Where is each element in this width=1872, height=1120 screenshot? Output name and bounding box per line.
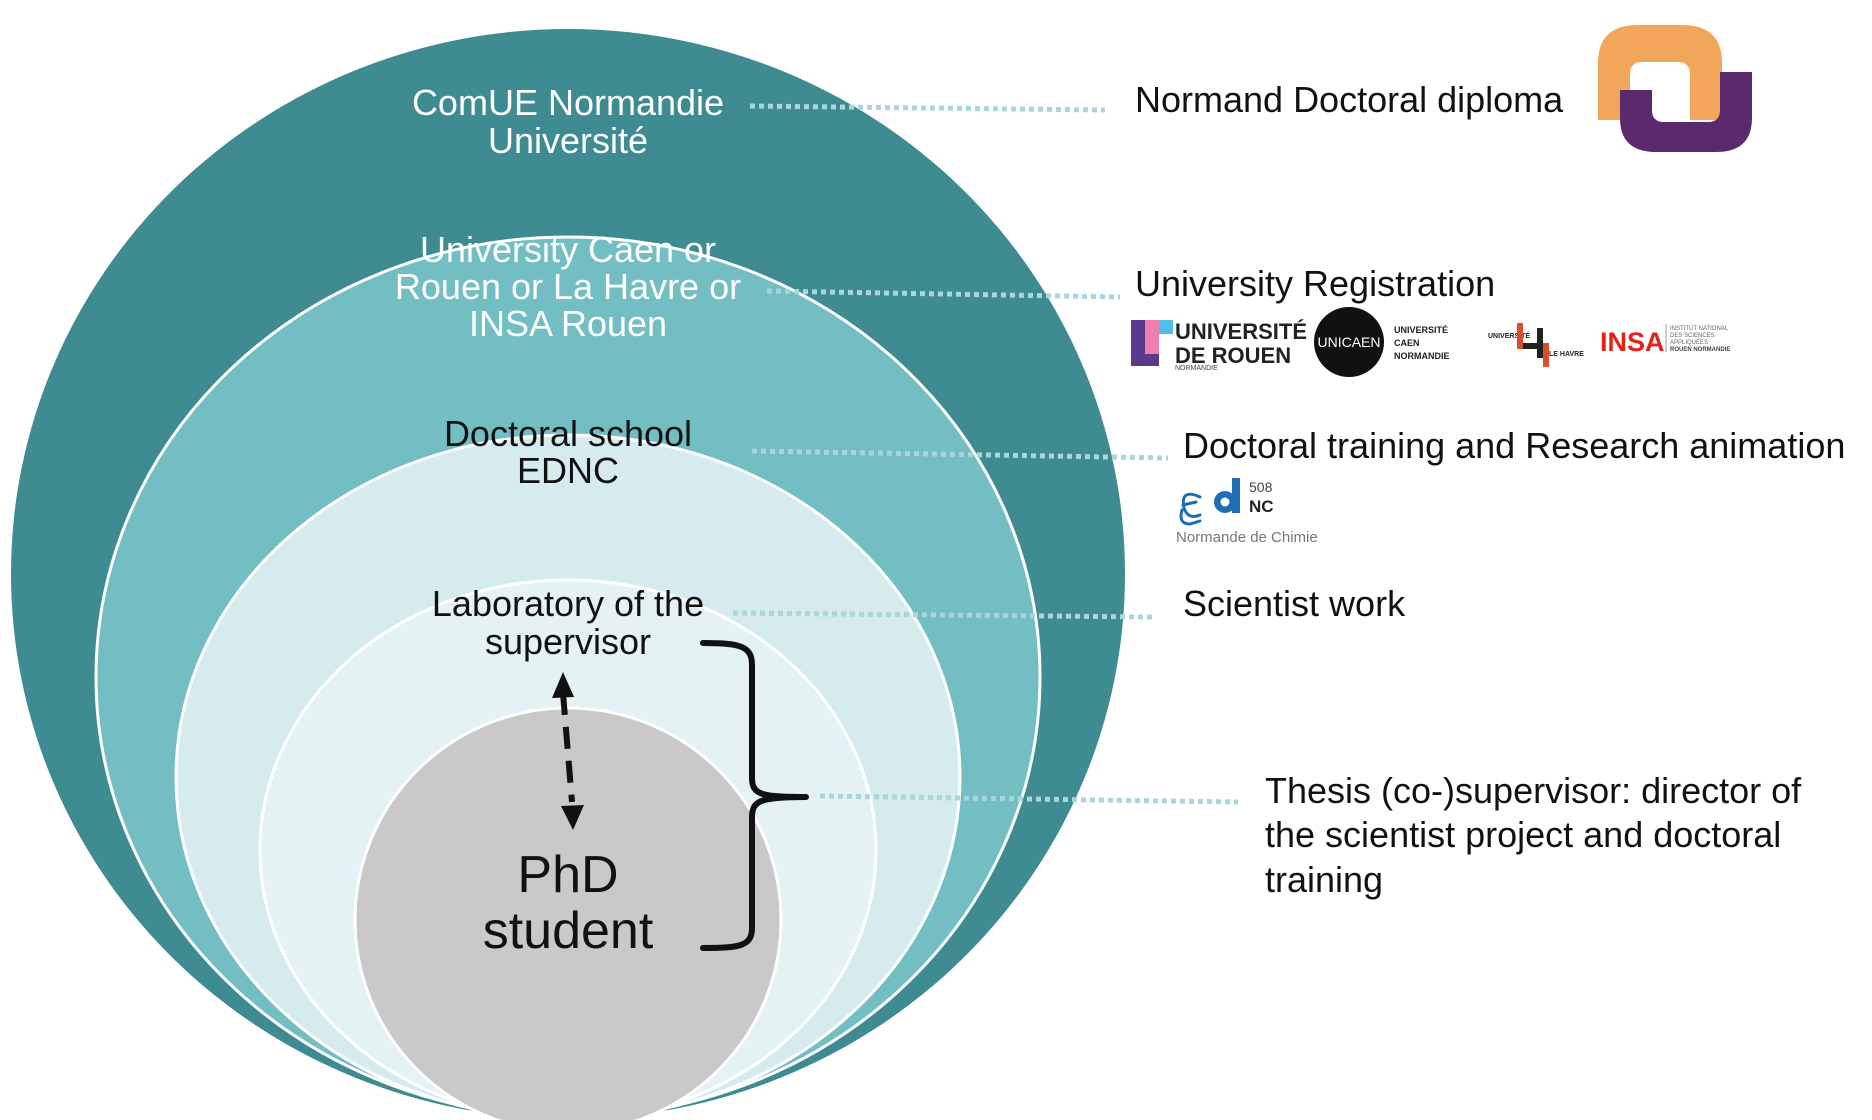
label-university-registration: University Registration (1135, 263, 1495, 304)
insa-logo-mark: INSA (1600, 327, 1665, 357)
havre-logo-right: LE HAVRE (1549, 351, 1584, 358)
insa-logo-line1: INSTITUT NATIONAL (1670, 326, 1729, 332)
universite-caen-logo: UNICAEN UNIVERSITÉ CAEN NORMANDIE (1314, 307, 1450, 377)
ednc-e-icon (1179, 492, 1202, 526)
ednc-logo-number: 508 (1249, 479, 1273, 495)
caen-logo-mark: UNICAEN (1317, 334, 1380, 350)
label-thesis-line1: Thesis (co-)supervisor: director of (1265, 770, 1802, 811)
caen-logo-line3: NORMANDIE (1394, 351, 1450, 361)
rouen-logo-line2: DE ROUEN (1175, 343, 1291, 368)
ring-doctoral-school-label-line1: Doctoral school (444, 413, 692, 454)
leader-thesis (819, 793, 1239, 805)
label-thesis-line3: training (1265, 859, 1383, 900)
ednc-logo-caption: Normande de Chimie (1176, 529, 1318, 546)
curly-brace (700, 640, 809, 951)
ring-laboratory-label-line2: supervisor (485, 621, 651, 662)
caen-logo-line2: CAEN (1394, 338, 1420, 348)
insa-logo-line3: APPLIQUÉES (1670, 339, 1708, 346)
normandie-universite-logo (1598, 25, 1752, 152)
rouen-logo-line1: UNIVERSITÉ (1175, 319, 1307, 344)
leader-training (751, 448, 1169, 461)
arrowhead-up-icon (552, 672, 574, 698)
universite-le-havre-logo: UNIVERSITÉ LE HAVRE (1488, 323, 1584, 367)
caen-logo-line1: UNIVERSITÉ (1394, 325, 1448, 335)
insa-logo-line2: DES SCIENCES (1670, 333, 1715, 339)
insa-rouen-logo: INSA INSTITUT NATIONAL DES SCIENCES APPL… (1600, 324, 1730, 357)
ring-laboratory-label-line1: Laboratory of the (432, 583, 704, 624)
double-arrow (552, 672, 584, 830)
ednc-logo: 508 NC Normande de Chimie (1176, 478, 1318, 546)
arrowhead-down-icon (561, 805, 584, 830)
havre-logo-left: UNIVERSITÉ (1488, 331, 1530, 340)
label-scientist-work: Scientist work (1183, 583, 1406, 624)
rouen-logo-line3: NORMANDIE (1175, 365, 1218, 372)
label-normand-doctoral-diploma: Normand Doctoral diploma (1135, 79, 1564, 120)
phd-student-circle (353, 706, 783, 1120)
ring-comue-label-line2: Université (488, 120, 648, 161)
ring-university-label-line1: University Caen or (420, 229, 716, 270)
nested-circles (11, 29, 1125, 1120)
ring-doctoral-school-label-line2: EDNC (517, 450, 619, 491)
universite-de-rouen-logo: UNIVERSITÉ DE ROUEN NORMANDIE (1131, 319, 1307, 372)
label-doctoral-training: Doctoral training and Research animation (1183, 425, 1845, 466)
phd-student-label-line2: student (483, 902, 654, 960)
ring-university-label-line3: INSA Rouen (469, 303, 667, 344)
phd-student-label-line1: PhD (517, 846, 618, 904)
label-thesis-line2: the scientist project and doctoral (1265, 814, 1781, 855)
leader-registration (766, 288, 1121, 300)
ring-university-label-line2: Rouen or La Havre or (395, 266, 741, 307)
leader-work (732, 610, 1153, 620)
ednc-logo-code: NC (1249, 497, 1274, 516)
ring-comue-label-line1: ComUE Normandie (412, 82, 724, 123)
insa-logo-line4: ROUEN NORMANDIE (1670, 347, 1730, 353)
